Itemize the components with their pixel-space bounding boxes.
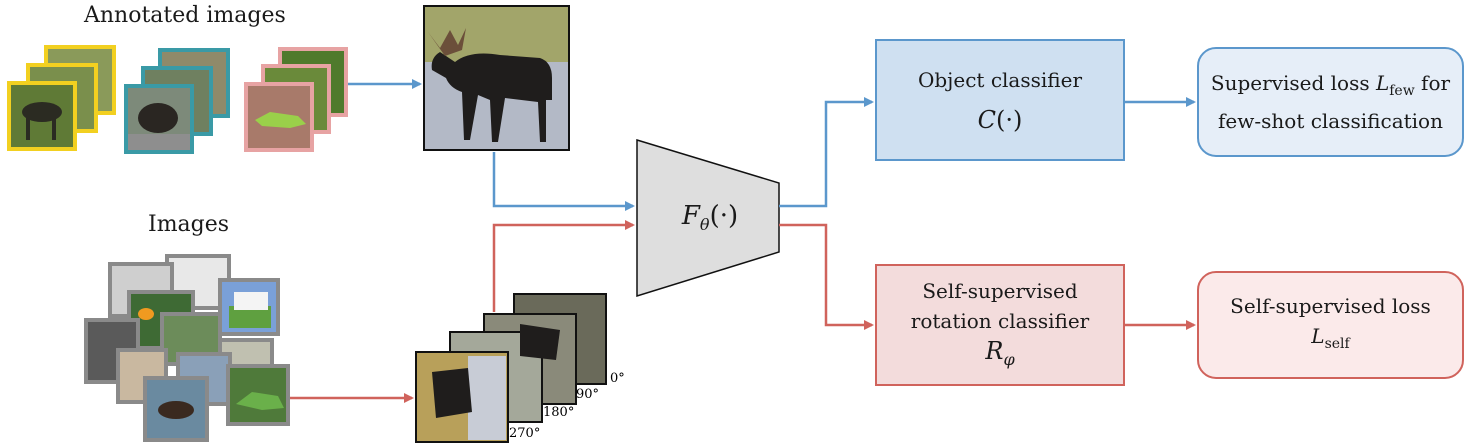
rotated-images-stack xyxy=(415,293,607,443)
rotation-classifier-symbol: R xyxy=(985,336,1004,365)
rotation-classifier-text: Self-supervised rotation classifier Rφ xyxy=(876,270,1124,380)
rotation-classifier-line2: rotation classifier xyxy=(910,308,1090,333)
rotation-label-0: 0° xyxy=(610,371,625,386)
supervised-loss-prefix: Supervised loss xyxy=(1210,71,1376,95)
rotation-label-180: 180° xyxy=(543,405,574,420)
moose-input-image xyxy=(423,5,570,151)
arrow-extractor-to-object-classifier xyxy=(779,97,874,208)
object-classifier-box xyxy=(875,39,1125,161)
annotated-stack-moose xyxy=(7,45,116,151)
supervised-loss-suffix: for xyxy=(1414,71,1451,95)
supervised-loss-box xyxy=(1197,47,1464,157)
images-label: Images xyxy=(148,212,230,237)
self-loss-sub: self xyxy=(1324,336,1350,352)
object-classifier-title: Object classifier xyxy=(917,68,1082,92)
self-loss-symbol: L xyxy=(1311,324,1325,348)
rotation-classifier-box xyxy=(875,264,1125,386)
feature-extractor-text: Fθ(·) xyxy=(645,190,775,250)
feature-extractor-arg: (·) xyxy=(709,200,739,231)
annotated-stack-bison xyxy=(124,48,230,154)
annotated-images-label: Annotated images xyxy=(84,3,286,28)
supervised-loss-sub: few xyxy=(1389,83,1415,99)
self-supervised-loss-box xyxy=(1197,271,1464,379)
self-loss-title: Self-supervised loss xyxy=(1230,294,1431,318)
unlabeled-images-collage xyxy=(84,254,290,442)
supervised-loss-symbol: L xyxy=(1375,71,1390,95)
self-supervised-loss-text: Self-supervised loss Lself xyxy=(1198,282,1463,368)
arrow-moose-to-extractor xyxy=(492,152,635,211)
rotation-label-90: 90° xyxy=(576,387,599,402)
supervised-loss-line2: few-shot classification xyxy=(1218,109,1443,133)
feature-extractor-block xyxy=(636,138,780,298)
feature-extractor-param: θ xyxy=(699,214,710,234)
object-classifier-text: Object classifier C(·) xyxy=(876,52,1124,148)
object-classifier-arg: (·) xyxy=(996,106,1023,134)
rotation-label-270: 270° xyxy=(509,426,540,441)
rotation-classifier-line1: Self-supervised xyxy=(922,278,1078,303)
object-classifier-symbol: C xyxy=(977,106,996,134)
rotation-classifier-param: φ xyxy=(1003,349,1015,369)
feature-extractor-symbol: F xyxy=(681,200,700,231)
annotated-stack-iguana xyxy=(244,47,348,152)
arrow-extractor-to-rotation-classifier xyxy=(779,223,874,330)
arrow-rotated-to-extractor xyxy=(492,220,635,312)
supervised-loss-text: Supervised loss Lfew for few-shot classi… xyxy=(1198,58,1463,146)
